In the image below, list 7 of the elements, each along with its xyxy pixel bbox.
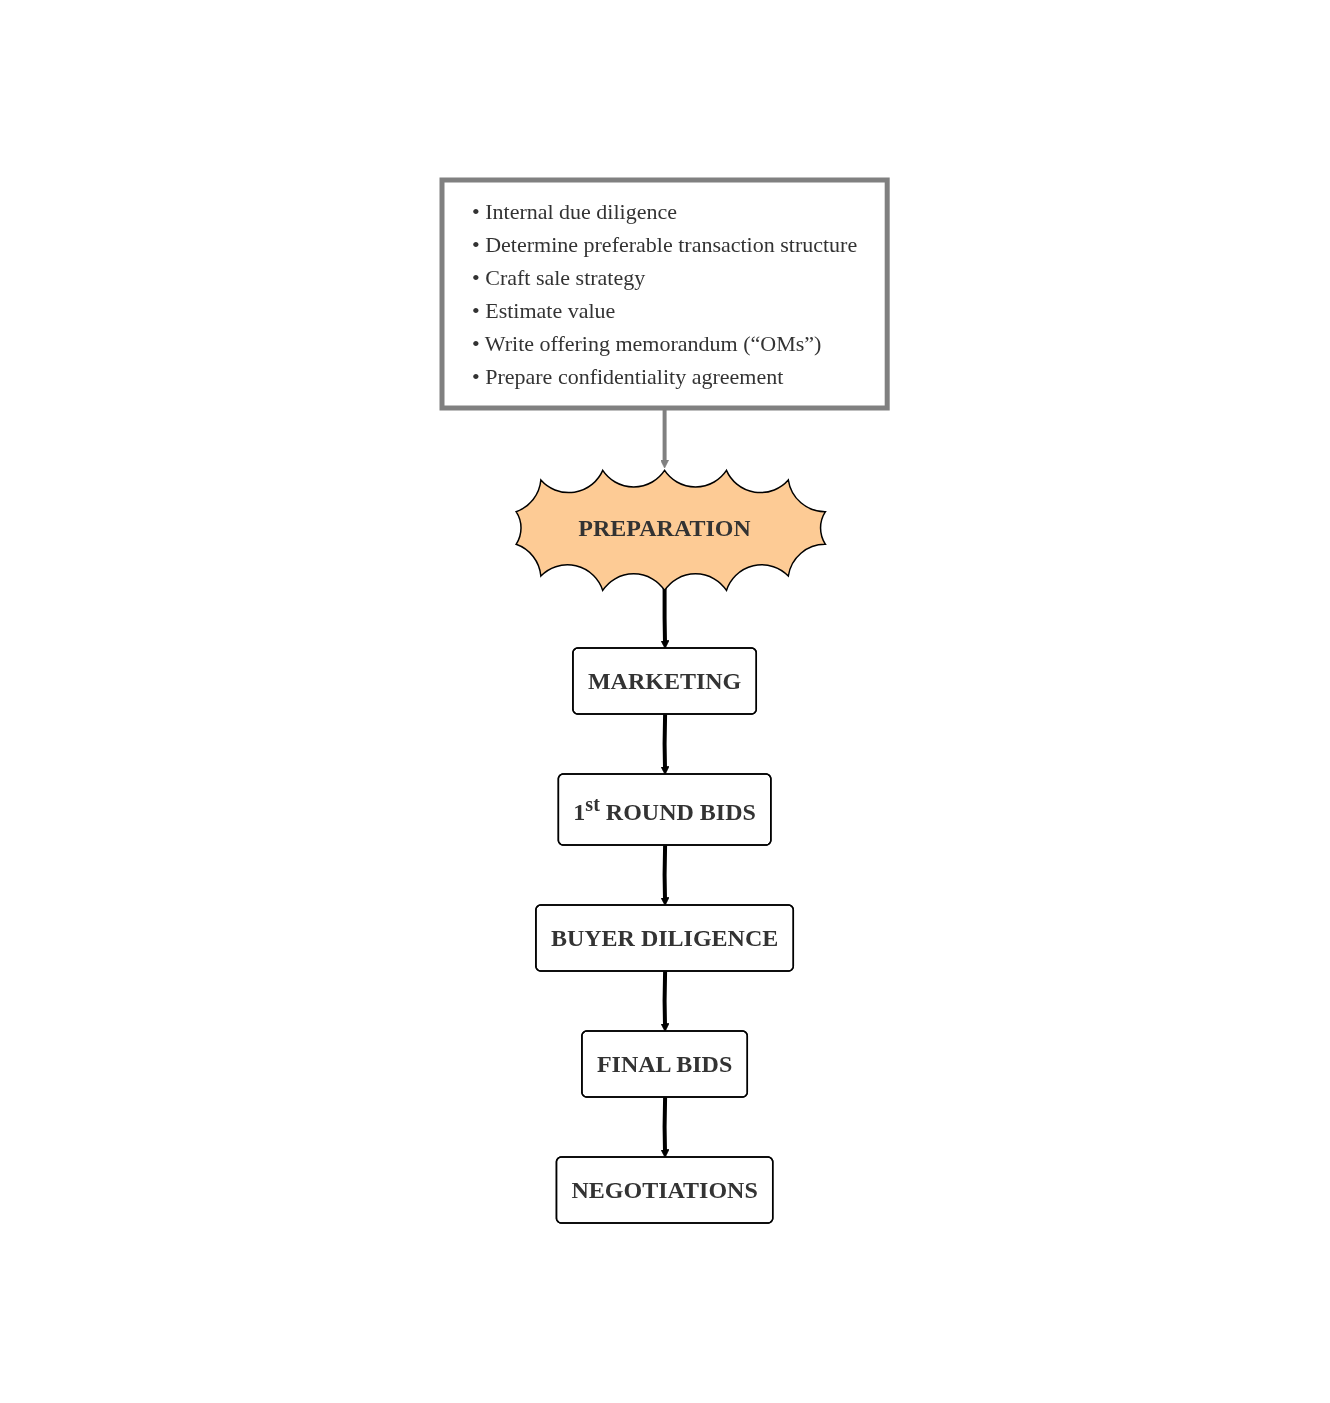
arrow — [660, 971, 670, 1032]
arrow — [660, 714, 670, 775]
arrow — [660, 845, 670, 906]
arrow — [660, 588, 670, 649]
arrow — [660, 408, 670, 469]
arrow — [660, 1097, 670, 1158]
node-box: • Internal due diligence • Determine preferable transaction structure • Craft sale strategy • Estimate value • Write offering memorandum (“OMs”) • Prepare confidentiality agreement — [439, 177, 891, 411]
